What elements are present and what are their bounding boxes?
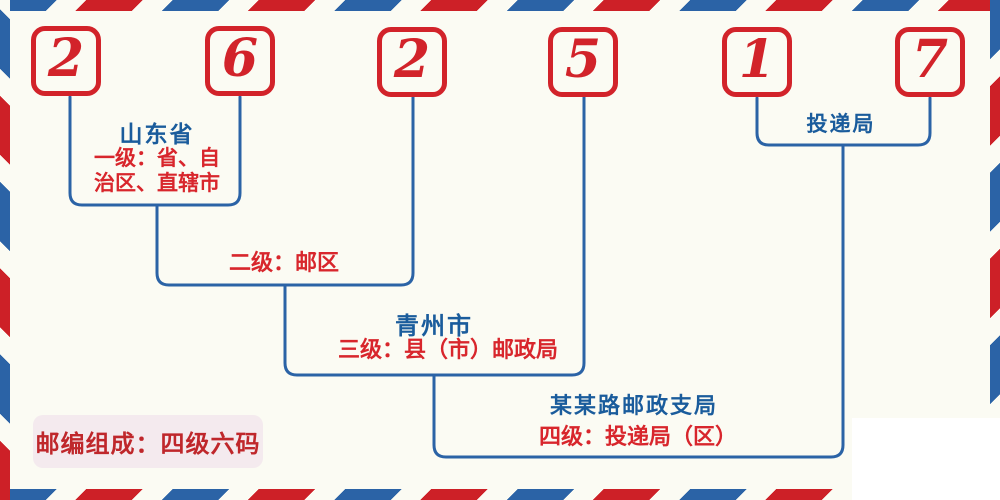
level1-description-line2: 治区、直辖市 <box>94 172 220 195</box>
digit-box-6: 7 <box>895 27 965 97</box>
delivery-office-label: 投递局 <box>806 113 876 136</box>
level4-place-name: 某某路邮政支局 <box>549 393 719 418</box>
digit-6: 7 <box>911 29 949 90</box>
level1-description-line1: 一级：省、自 <box>94 147 220 170</box>
level4-description: 四级：投递局（区） <box>538 424 738 449</box>
digit-box-2: 6 <box>205 26 275 96</box>
level1-place-name: 山东省 <box>119 121 195 147</box>
border-stripes-bottom <box>0 489 1000 500</box>
level3-place-name: 青州市 <box>395 313 473 340</box>
digit-box-5: 1 <box>722 27 792 97</box>
border-stripes-top <box>0 0 1000 11</box>
badge-label: 邮编组成：四级六码 <box>35 431 261 458</box>
digit-5: 1 <box>738 29 776 90</box>
bracket-level4 <box>432 143 845 459</box>
level1-description: 一级：省、自 治区、直辖市 <box>94 146 220 196</box>
digit-4: 5 <box>564 29 602 90</box>
bottom-right-white-patch <box>852 418 1000 500</box>
digit-box-4: 5 <box>548 27 618 97</box>
level3-description: 三级：县（市）邮政局 <box>337 337 559 362</box>
digit-box-1: 2 <box>31 26 101 96</box>
digit-box-3: 2 <box>377 27 447 97</box>
digit-2: 6 <box>221 28 259 89</box>
border-stripes-right <box>990 0 1000 500</box>
digit-1: 2 <box>47 28 85 89</box>
border-stripes-left <box>0 0 10 500</box>
level2-description: 二级：邮区 <box>228 250 340 275</box>
digit-3: 2 <box>393 29 431 90</box>
bracket-level1 <box>68 95 242 207</box>
postal-code-composition-badge: 邮编组成：四级六码 <box>33 415 263 468</box>
